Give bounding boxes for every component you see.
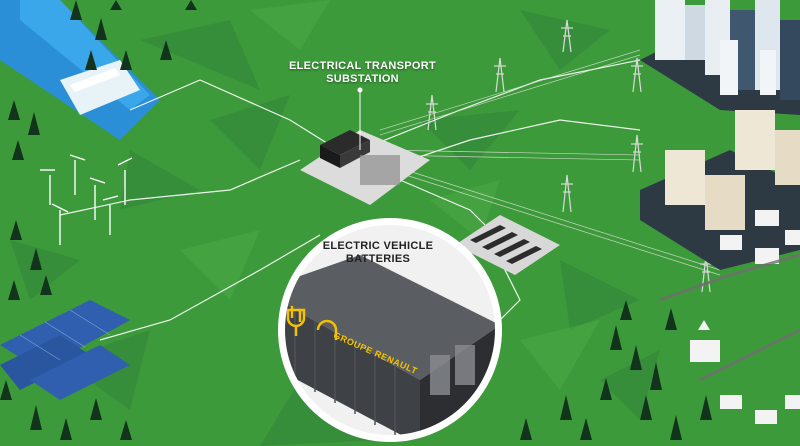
terrain-highlights <box>180 0 600 390</box>
ev-batteries-label-line1: ELECTRIC VEHICLE <box>322 240 434 252</box>
hydro-dam <box>0 0 160 140</box>
pylon-2 <box>494 57 506 93</box>
solar-farm <box>0 300 130 400</box>
substation <box>300 87 430 205</box>
substation-label-line2: SUBSTATION <box>326 73 399 85</box>
roads <box>659 253 800 382</box>
pylon-6 <box>631 134 643 173</box>
ev-batteries-label-line2: BATTERIES <box>345 253 411 265</box>
ev-batteries-label: ELECTRIC VEHICLE BATTERIES <box>318 240 438 266</box>
transmission-wires <box>379 49 721 276</box>
city-buildings <box>640 0 800 270</box>
houses <box>690 210 800 424</box>
pylon-5 <box>561 174 573 213</box>
pylon-3 <box>561 19 573 53</box>
pylon-4 <box>631 57 643 93</box>
substation-label-line1: ELECTRICAL TRANSPORT <box>289 60 436 72</box>
plug-icon <box>286 306 338 340</box>
ev-battery-zoom <box>278 218 502 442</box>
wind-turbines <box>40 154 133 245</box>
forest <box>0 0 712 440</box>
substation-label: ELECTRICAL TRANSPORT SUBSTATION <box>280 60 445 86</box>
pylon-1 <box>426 94 438 131</box>
battery-pad <box>455 215 560 275</box>
